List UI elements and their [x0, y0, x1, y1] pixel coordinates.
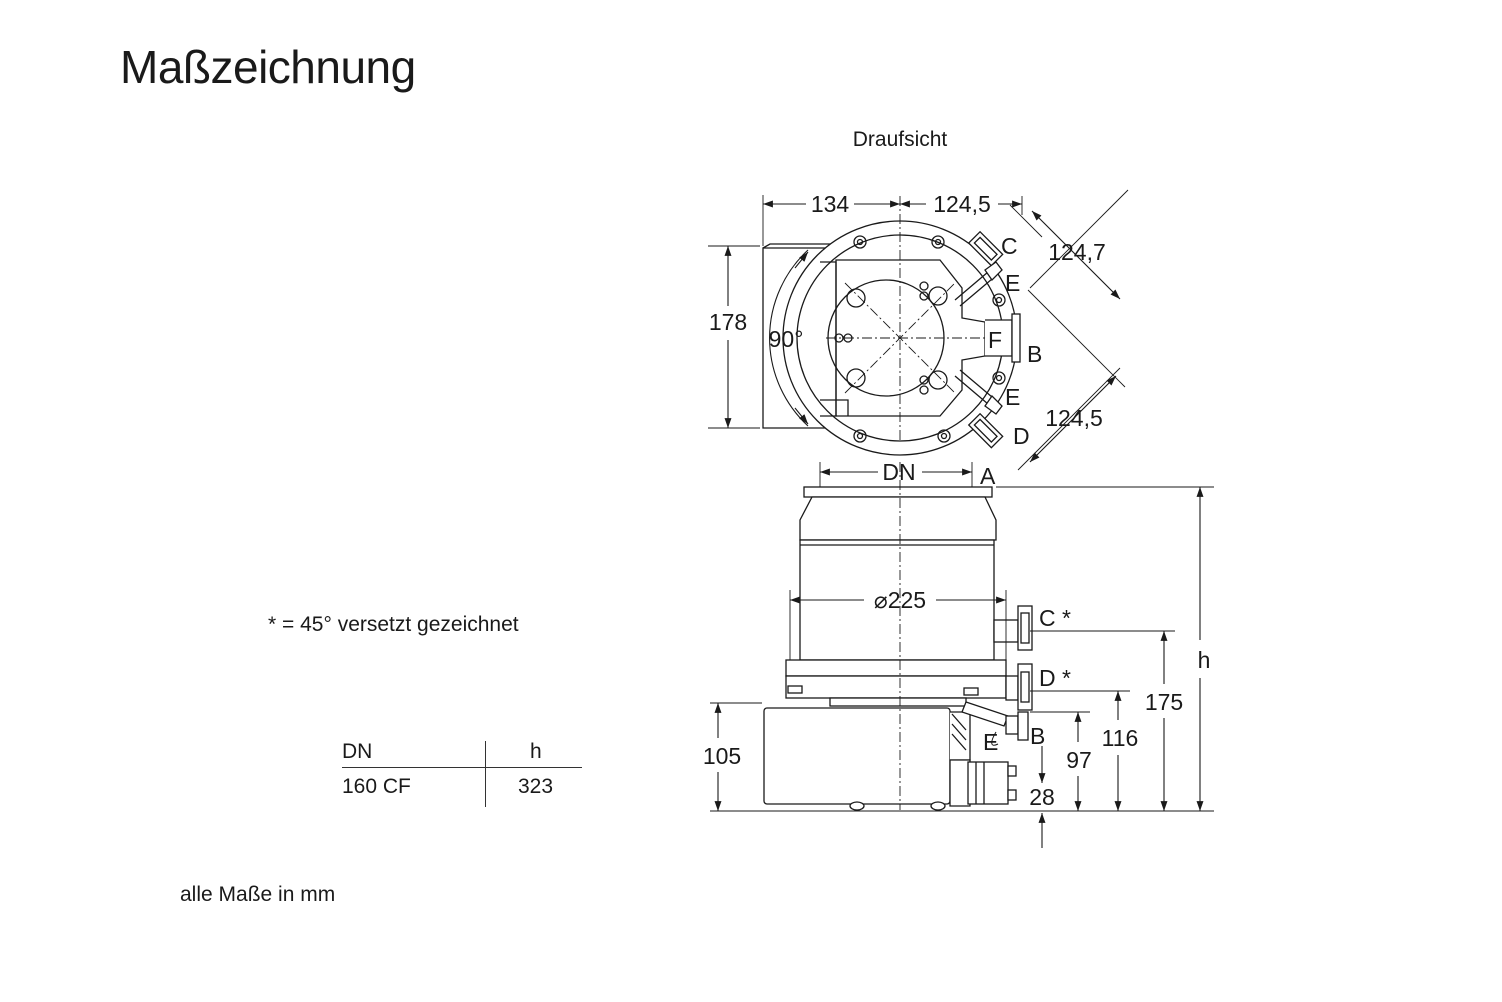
svg-text:E: E [1005, 270, 1020, 296]
svg-text:C *: C * [1039, 605, 1071, 631]
top-view-dimensions [724, 200, 1121, 463]
table-header-dn: DN [342, 740, 373, 763]
svg-text:97: 97 [1066, 747, 1092, 773]
svg-text:B: B [1030, 723, 1045, 749]
flange-bolts [853, 235, 1006, 443]
svg-text:F: F [988, 327, 1002, 353]
table-column-divider [485, 741, 486, 807]
svg-text:124,5: 124,5 [1045, 405, 1103, 431]
table-header-h: h [530, 740, 542, 763]
dimension-table: DN h 160 CF 323 [342, 738, 582, 807]
table-cell-dn: 160 CF [342, 775, 411, 798]
svg-text:175: 175 [1145, 689, 1183, 715]
svg-text:105: 105 [703, 743, 741, 769]
svg-text:D *: D * [1039, 665, 1071, 691]
inlet-flange [803, 486, 993, 498]
svg-text:⌀225: ⌀225 [874, 587, 926, 613]
table-cell-h: 323 [518, 775, 554, 798]
svg-text:134: 134 [811, 191, 850, 217]
electronics-unit [763, 707, 951, 805]
side-view-labels: DN ⌀225 h 175 116 97 105 28 A C * D * B … [703, 459, 1211, 810]
top-view [708, 189, 1129, 471]
svg-text:B: B [1027, 341, 1042, 367]
svg-text:DN: DN [882, 459, 915, 485]
svg-text:178: 178 [709, 309, 747, 335]
side-view [710, 462, 1214, 812]
table-divider [342, 767, 582, 768]
svg-text:h: h [1198, 647, 1211, 673]
svg-text:124,5: 124,5 [933, 191, 991, 217]
svg-text:D: D [1013, 423, 1030, 449]
note-rotation: * = 45° versetzt gezeichnet [268, 613, 519, 636]
svg-text:116: 116 [1102, 725, 1139, 751]
svg-text:124,7: 124,7 [1048, 239, 1106, 265]
top-view-labels: 134 124,5 178 124,7 124,5 90° C E F B E … [709, 191, 1106, 449]
svg-text:28: 28 [1029, 784, 1055, 810]
svg-text:A: A [980, 463, 996, 489]
svg-text:E: E [1005, 384, 1020, 410]
svg-text:90°: 90° [769, 326, 804, 352]
svg-text:Draufsicht: Draufsicht [853, 128, 948, 151]
svg-text:C: C [1001, 233, 1018, 259]
page-title: Maßzeichnung [120, 41, 416, 93]
units-footer: alle Maße in mm [180, 883, 336, 906]
side-view-dimensions [714, 468, 1204, 848]
view-label: Draufsicht [853, 128, 948, 151]
